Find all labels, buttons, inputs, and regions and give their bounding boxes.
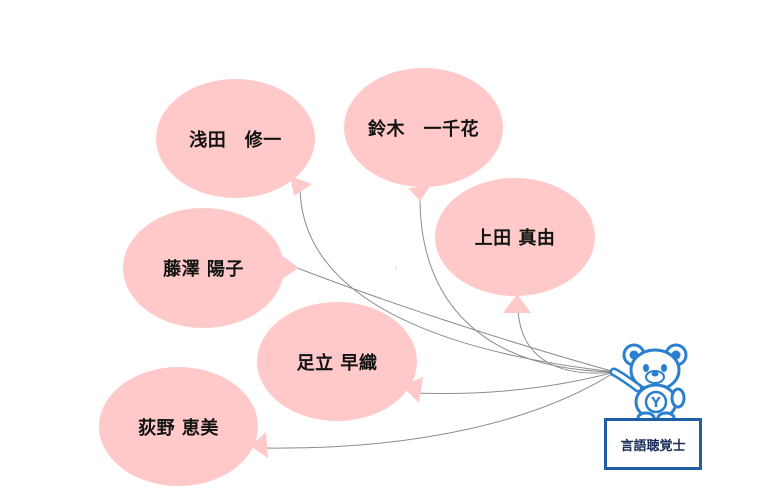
person-bubble-suzuki: 鈴木 一千花 (344, 68, 503, 187)
person-bubble-fujisawa: 藤澤 陽子 (123, 208, 284, 328)
person-name: 鈴木 一千花 (368, 118, 479, 140)
person-name: 浅田 修一 (189, 129, 282, 151)
person-name: 足立 早織 (296, 352, 378, 374)
person-bubble-ogino: 荻野 恵美 (99, 367, 258, 486)
person-bubble-adachi: 足立 早織 (257, 302, 417, 421)
person-name: 藤澤 陽子 (163, 259, 244, 280)
person-bubble-ueda: 上田 真由 (435, 178, 595, 296)
arrowhead-suzuki (408, 186, 430, 201)
person-bubble-asada: 浅田 修一 (156, 79, 315, 198)
arrowhead-ueda (503, 294, 531, 313)
speck-dot (396, 267, 397, 268)
role-label-box: 言語聴覚士 (604, 418, 702, 470)
role-label: 言語聴覚士 (620, 438, 686, 454)
person-name: 荻野 恵美 (138, 417, 219, 439)
bear-mascot-icon: Y (609, 343, 688, 425)
connector-to-adachi (413, 371, 616, 395)
speck-dot (483, 268, 484, 269)
mascot-badge: Y (650, 396, 661, 411)
person-name: 上田 真由 (474, 228, 556, 249)
